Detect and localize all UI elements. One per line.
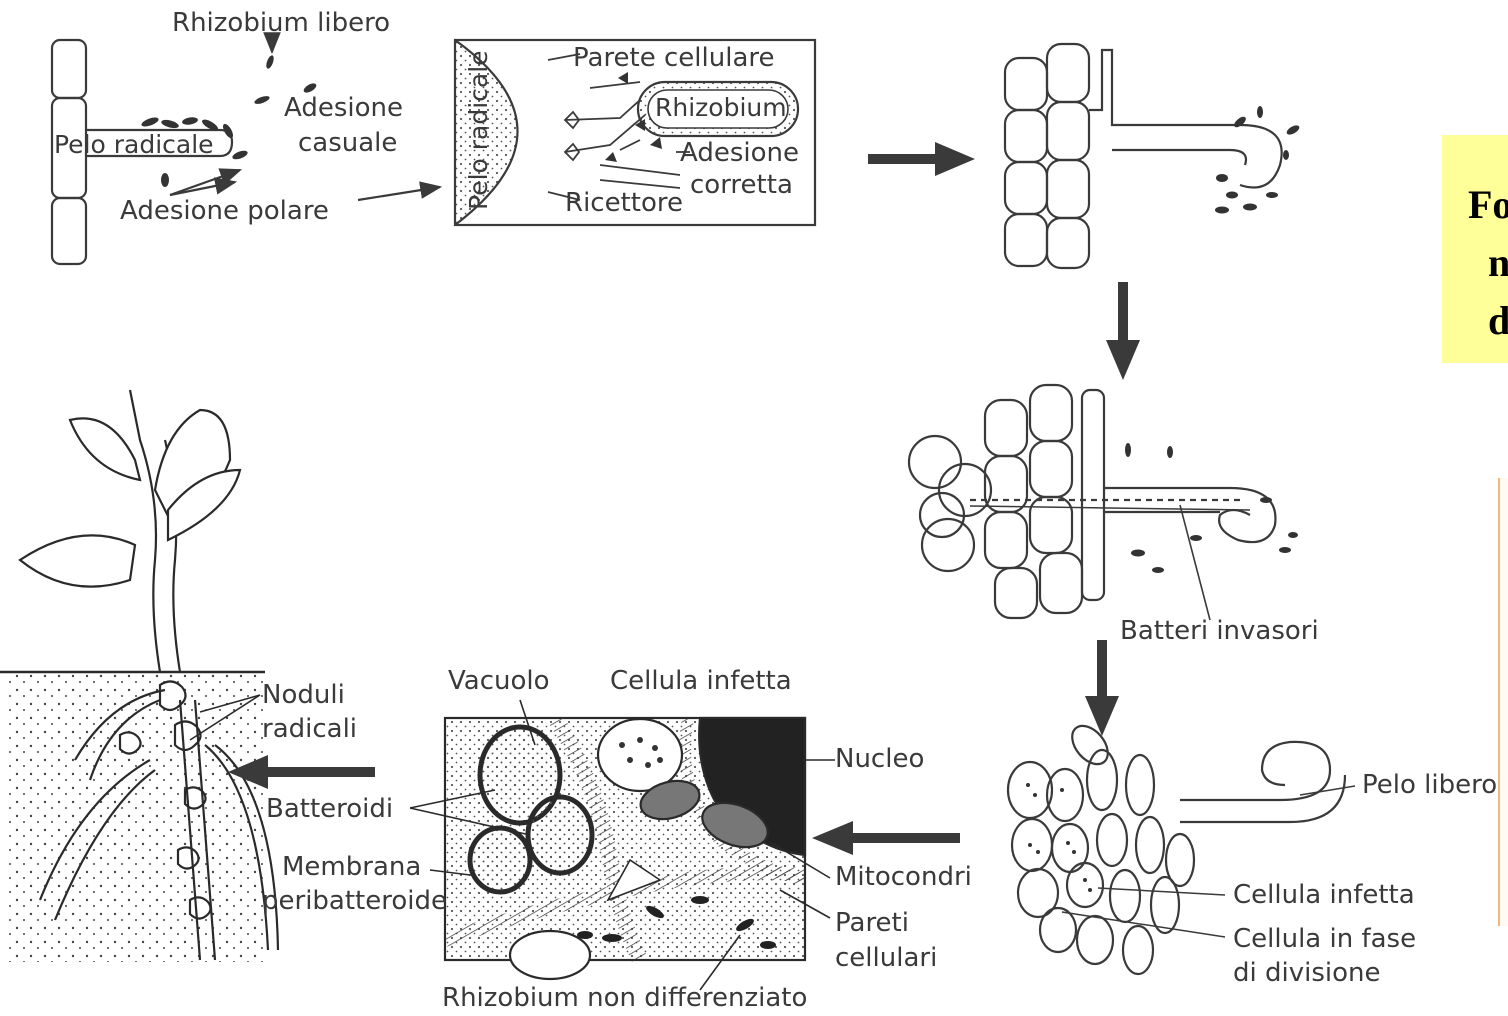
panel-curled-hair xyxy=(1005,44,1301,268)
label-adesione-corretta-1: Adesione xyxy=(680,140,799,166)
label-mitocondri: Mitocondri xyxy=(835,864,972,890)
label-vacuolo: Vacuolo xyxy=(448,668,550,694)
label-adesione-casuale-2: casuale xyxy=(298,130,397,156)
label-ricettore: Ricettore xyxy=(565,190,683,216)
label-cellula-infetta-top: Cellula infetta xyxy=(610,668,792,694)
label-cellula-infetta-right: Cellula infetta xyxy=(1233,882,1415,908)
arrow-down-1 xyxy=(1106,282,1140,380)
panel-infection-thread xyxy=(909,385,1298,620)
label-noduli-radicali-1: Noduli xyxy=(262,682,345,708)
label-adesione-casuale-1: Adesione xyxy=(284,95,403,121)
title-fragment-3: d xyxy=(1488,297,1508,344)
label-membrana-1: Membrana xyxy=(282,854,421,880)
label-pelo-libero: Pelo libero xyxy=(1362,772,1497,798)
side-panel-edge xyxy=(1498,478,1508,926)
label-rhizobium-non-differenziato: Rhizobium non differenziato xyxy=(442,985,807,1011)
label-noduli-radicali-2: radicali xyxy=(262,716,357,742)
label-cellula-divisione-2: di divisione xyxy=(1233,960,1380,986)
label-pelo-radicale-vertical: Pelo radicale xyxy=(466,50,491,210)
label-membrana-2: peribatteroide xyxy=(262,888,447,914)
label-nucleo: Nucleo xyxy=(835,746,924,772)
label-pareti-cellulari-2: cellulari xyxy=(835,945,937,971)
arrow-right-1 xyxy=(868,142,975,176)
label-batteri-invasori: Batteri invasori xyxy=(1120,618,1319,644)
panel-infected-cell-closeup xyxy=(410,700,835,990)
label-cellula-divisione-1: Cellula in fase xyxy=(1233,926,1416,952)
label-adesione-polare: Adesione polare xyxy=(120,198,329,224)
label-pelo-radicale-horizontal: Pelo radicale xyxy=(54,132,214,157)
label-adesione-corretta-2: corretta xyxy=(690,172,793,198)
title-box: Fo n d xyxy=(1442,135,1508,363)
arrow-down-2 xyxy=(1085,640,1119,736)
title-fragment-1: Fo xyxy=(1468,181,1508,228)
label-rhizobium: Rhizobium xyxy=(655,95,787,120)
panel-plant-with-nodules xyxy=(0,390,278,962)
arrow-left-1 xyxy=(812,821,960,855)
label-parete-cellulare: Parete cellulare xyxy=(573,45,775,71)
label-batteroidi: Batteroidi xyxy=(266,796,393,822)
title-fragment-2: n xyxy=(1488,239,1508,286)
label-rhizobium-libero: Rhizobium libero xyxy=(172,10,390,36)
label-pareti-cellulari-1: Pareti xyxy=(835,910,909,936)
